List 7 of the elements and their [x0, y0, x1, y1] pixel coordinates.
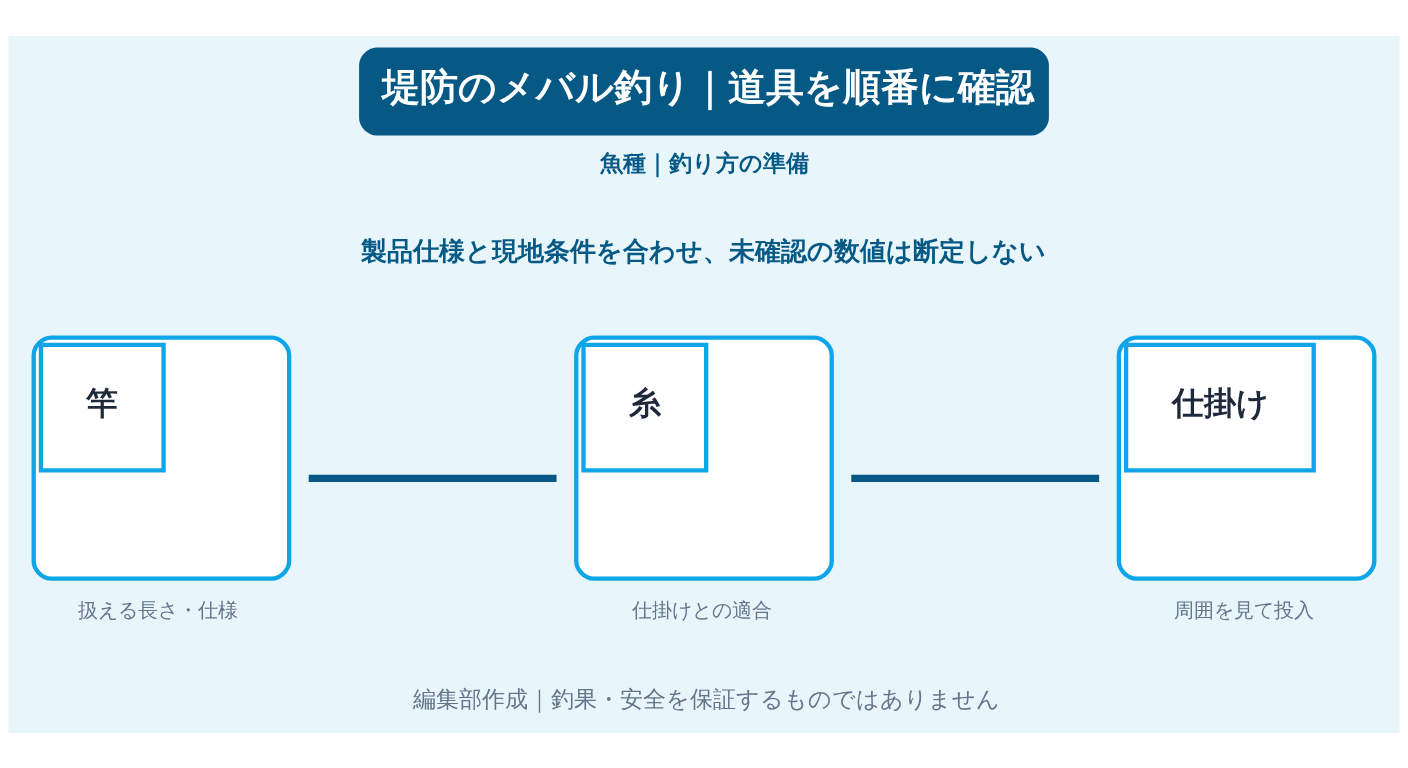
- diagram-title: 堤防のメバル釣り｜道具を順番に確認: [382, 64, 1035, 109]
- label: 魚種｜釣り方の準備: [600, 149, 810, 176]
- node-label: 仕掛けとの適合: [631, 597, 772, 622]
- node-label: 扱える長さ・仕様: [78, 597, 239, 622]
- label: 編集部作成｜釣果・安全を保証するものではありません: [413, 685, 1001, 712]
- label: 製品仕様と現地条件を合わせ、未確認の数値は断定しない: [361, 235, 1047, 266]
- node-label: 周囲を見て投入: [1174, 597, 1315, 622]
